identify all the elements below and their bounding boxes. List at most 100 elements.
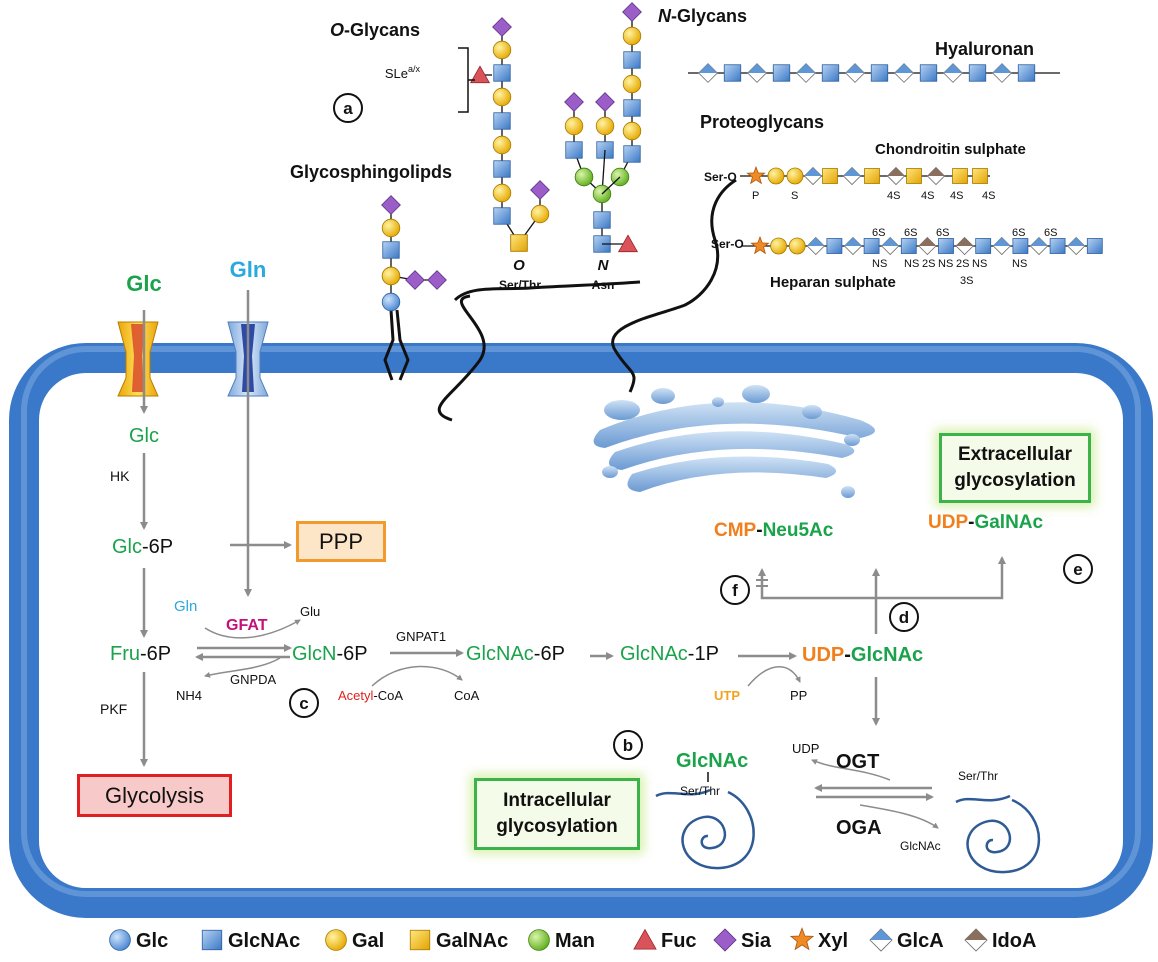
gal-symbol xyxy=(564,116,584,136)
sia-symbol xyxy=(492,17,512,37)
glcnac-symbol xyxy=(968,64,987,82)
svg-text:b: b xyxy=(623,736,633,755)
o-link-letter: O xyxy=(513,257,525,274)
gln-substrate: Gln xyxy=(174,598,197,615)
gal-symbol xyxy=(622,26,642,46)
man-symbol xyxy=(574,167,594,187)
hep-mark: 3S xyxy=(960,275,973,287)
gal-symbol xyxy=(492,183,512,203)
diamond-top-half xyxy=(804,167,822,176)
hep-mark: 6S xyxy=(936,227,949,239)
galnac-symbol xyxy=(510,234,528,252)
diamond-top-half xyxy=(844,237,862,246)
legend-label: Fuc xyxy=(661,930,697,952)
glycosphingolipid-glycan xyxy=(381,195,447,312)
hep-mark: 6S xyxy=(1012,227,1025,239)
diamond-top-half xyxy=(964,928,988,940)
ser-thr-link: Ser/Thr xyxy=(499,278,541,292)
glycosidic-bond xyxy=(601,176,621,195)
chondroitin-heading: Chondroitin sulphate xyxy=(875,141,1026,158)
ser-o-chondroitin: Ser-O xyxy=(704,170,737,184)
enzyme-oga: OGA xyxy=(836,817,882,839)
enzyme-hk: HK xyxy=(110,468,130,484)
fru-6p: Fru-6P xyxy=(110,643,171,665)
sia-symbol xyxy=(530,180,550,200)
glca-symbol xyxy=(1067,236,1086,256)
coa-product: CoA xyxy=(454,688,480,703)
glcnac-symbol xyxy=(826,238,843,254)
legend-item-galnac: GalNAc xyxy=(409,929,508,952)
glycolysis-box: Glycolysis xyxy=(77,774,232,817)
glca-symbol xyxy=(992,236,1011,256)
glcnac-symbol xyxy=(493,207,511,225)
diamond-top-half xyxy=(894,63,914,73)
gal-symbol xyxy=(492,40,512,60)
sia-symbol xyxy=(427,270,447,290)
diamond-top-half xyxy=(845,63,865,73)
chon-mark: S xyxy=(791,190,798,202)
ppp-box: PPP xyxy=(296,521,386,562)
sia-symbol xyxy=(381,195,401,215)
legend-label: GlcA xyxy=(897,930,944,952)
legend-item-man: Man xyxy=(528,929,595,952)
legend-item-glca: GlcA xyxy=(869,928,944,952)
diamond-top-half xyxy=(993,237,1011,246)
glcnac-symbol xyxy=(493,160,511,178)
enzyme-gnpda: GNPDA xyxy=(230,672,277,687)
diamond-top-half xyxy=(698,63,718,73)
gal-symbol xyxy=(492,135,512,155)
diamond-top-half xyxy=(992,63,1012,73)
sia-symbol xyxy=(713,928,737,952)
hep-mark: NS xyxy=(1012,258,1027,270)
asn-link: Asn xyxy=(592,278,615,292)
glcnac-6p: GlcNAc-6P xyxy=(466,643,565,665)
hep-mark: 2S xyxy=(922,258,935,270)
diamond-top-half xyxy=(881,237,899,246)
glcnac-symbol xyxy=(821,64,840,82)
legend-item-glc: Glc xyxy=(109,929,168,952)
hep-mark: 2S xyxy=(956,258,969,270)
glcnac-symbol xyxy=(938,238,954,254)
o-glycan xyxy=(469,17,550,252)
sia-symbol xyxy=(405,270,425,290)
extracellular-line1: Extracellular xyxy=(957,444,1073,465)
glcnac-symbol xyxy=(900,238,917,254)
panel-e: e xyxy=(1063,554,1093,584)
idoa-symbol xyxy=(955,236,974,256)
cell-membrane xyxy=(9,343,1153,918)
hep-mark: NS xyxy=(938,258,953,270)
ser-o-heparan: Ser-O xyxy=(711,237,744,251)
galnac-symbol xyxy=(972,168,988,184)
udp-small: UDP xyxy=(792,741,819,756)
hep-mark: NS xyxy=(872,258,887,270)
glu-product: Glu xyxy=(300,604,320,619)
legend-label: GlcNAc xyxy=(228,930,300,952)
nh4-product: NH4 xyxy=(176,688,202,703)
protein-spiral-left xyxy=(655,788,755,870)
glc-outside-label: Glc xyxy=(126,271,161,296)
xyl-symbol xyxy=(750,235,770,255)
gal-symbol xyxy=(325,929,347,951)
diamond-top-half xyxy=(956,237,974,246)
hyaluronan-chain xyxy=(688,63,1060,83)
idoa-symbol xyxy=(918,236,937,256)
glcnac-symbol xyxy=(623,51,641,69)
glcnac-symbol xyxy=(870,64,889,82)
chon-mark: 4S xyxy=(887,190,900,202)
gal-symbol xyxy=(788,237,806,255)
glcnac-symbol xyxy=(975,238,992,254)
gal-symbol xyxy=(530,204,550,224)
panel-c: c xyxy=(289,688,319,718)
panel-b: b xyxy=(613,730,643,760)
extracellular-box: Extracellular glycosylation xyxy=(939,433,1091,503)
diamond-top-half xyxy=(843,167,861,176)
idoa-symbol xyxy=(964,928,988,952)
sphingolipid-tail xyxy=(383,309,410,381)
galnac-symbol xyxy=(952,168,968,184)
glcnac-symbol xyxy=(623,145,641,163)
extracellular-line2: glycosylation xyxy=(954,470,1076,491)
gal-symbol xyxy=(767,167,785,185)
legend-item-glcnac: GlcNAc xyxy=(201,929,300,952)
diamond-top-half xyxy=(1067,237,1085,246)
